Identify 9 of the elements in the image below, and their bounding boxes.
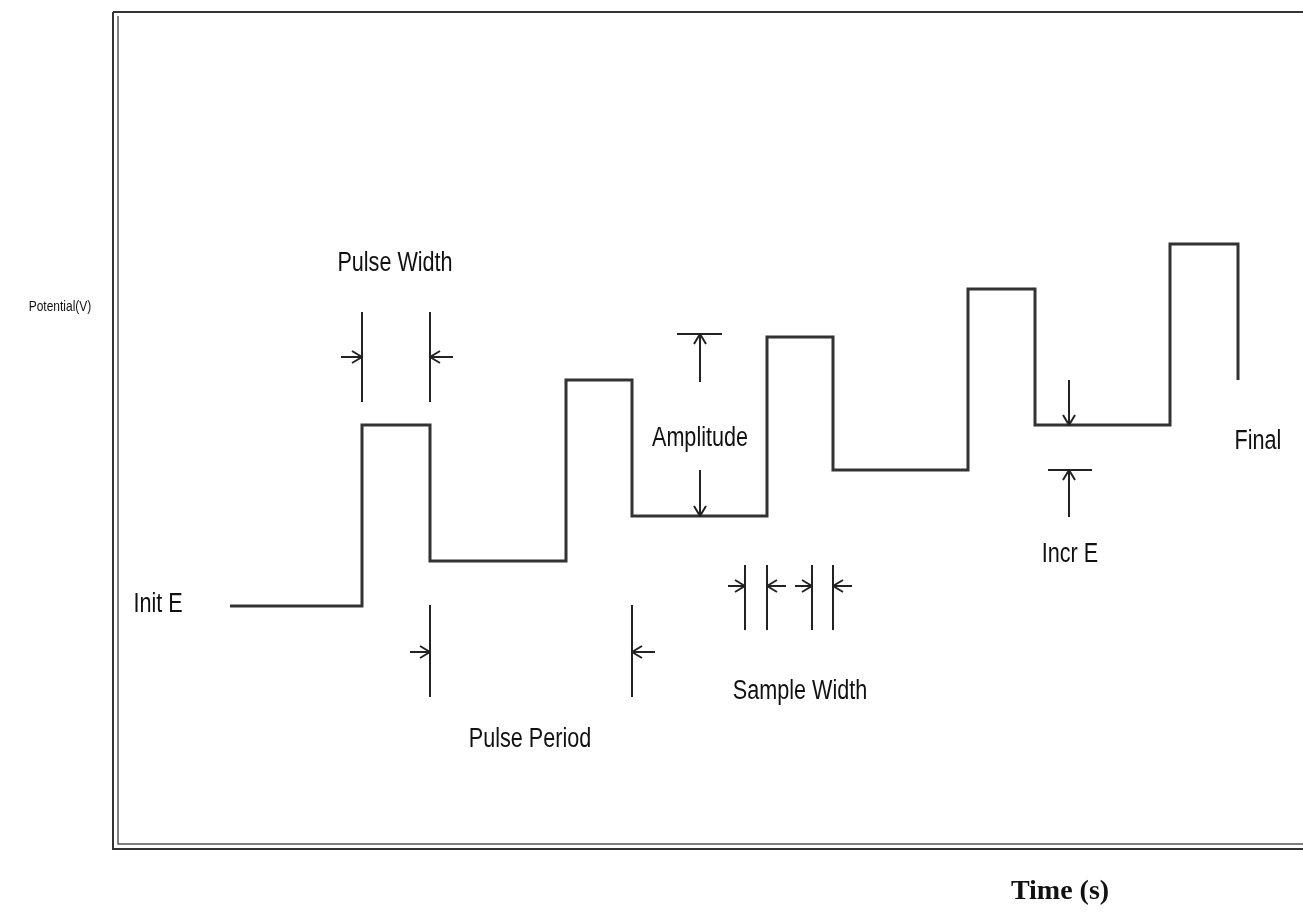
dimension-label: Pulse Period: [468, 722, 592, 754]
axis-label: Time (s): [1010, 874, 1110, 906]
dimension-label: Amplitude: [651, 421, 749, 453]
dimension-label: Pulse Width: [337, 246, 453, 278]
dimension-label: Sample Width: [732, 674, 868, 706]
waveform-label: Init E: [133, 587, 183, 619]
dimension-label: Incr E: [1041, 537, 1099, 569]
axis-label: Potential(V): [28, 296, 92, 314]
waveform-label: Final: [1234, 424, 1282, 456]
